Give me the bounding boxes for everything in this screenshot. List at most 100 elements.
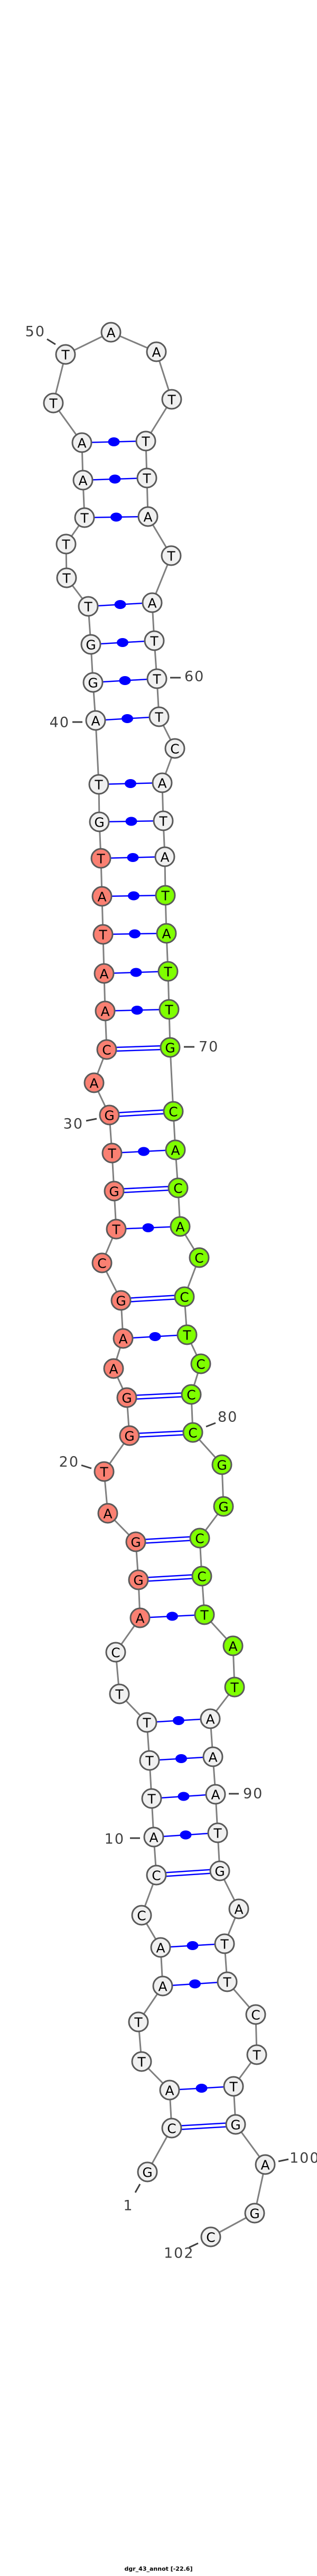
nucleotide-30: G (99, 1104, 120, 1126)
nucleotide-circle (142, 592, 163, 613)
nucleotide-69: T (158, 999, 180, 1020)
nucleotide-letter: T (152, 672, 161, 687)
base-pair-7-94 (160, 1941, 225, 1950)
nucleotide-letter: A (77, 436, 86, 451)
base-pair-17-84 (138, 1573, 202, 1582)
nucleotide-24: A (113, 1328, 134, 1349)
nucleotide-95: T (217, 1971, 238, 1992)
base-pair-42-59 (90, 638, 155, 647)
base-pair-9-92 (156, 1868, 220, 1878)
nucleotide-57: T (161, 545, 182, 566)
nucleotide-79: C (181, 1384, 202, 1405)
position-number: 1 (123, 2198, 133, 2214)
nucleotide-circle (163, 1101, 184, 1122)
nucleotide-36: A (91, 886, 113, 907)
nucleotide-85: T (194, 1604, 215, 1625)
nucleotide-circle (211, 1454, 232, 1475)
nucleotide-23: A (103, 1358, 124, 1379)
pair-dot (189, 1979, 201, 1989)
nucleotide-circle (207, 1822, 228, 1843)
nucleotide-letter: T (145, 1754, 154, 1769)
nucleotide-circle (94, 963, 115, 984)
pair-dot (130, 968, 142, 977)
base-pair-3-98 (169, 2084, 234, 2093)
nucleotide-63: A (152, 772, 173, 793)
position-tick (278, 2158, 289, 2162)
nucleotide-40: A (85, 710, 106, 731)
nucleotide-45: T (55, 533, 77, 555)
base-pair-27-74 (116, 1223, 181, 1232)
nucleotide-14: T (109, 1683, 130, 1704)
nucleotide-letter: C (170, 742, 179, 757)
nucleotide-65: A (154, 846, 175, 867)
nucleotide-33: A (95, 1000, 116, 1022)
nucleotide-letter: T (166, 549, 175, 564)
nucleotide-letter: C (180, 1290, 189, 1305)
nucleotide-letter: A (158, 1979, 167, 1994)
nucleotide-letter: G (116, 1294, 126, 1309)
nucleotide-circle (161, 389, 182, 410)
nucleotide-circle (157, 961, 179, 982)
pair-line (135, 1535, 200, 1541)
nucleotide-circle (244, 2203, 265, 2224)
nucleotide-letter: T (220, 1937, 229, 1952)
nucleotide-letter: G (230, 2118, 240, 2133)
nucleotide-letter: T (62, 571, 71, 586)
nucleotide-99: G (225, 2114, 246, 2135)
nucleotide-circle (95, 1000, 116, 1022)
nucleotide-letter: G (249, 2206, 259, 2222)
nucleotide-letter: T (147, 1792, 156, 1807)
nucleotide-letter: G (130, 1535, 141, 1550)
base-pair-18-83 (135, 1535, 200, 1544)
nucleotide-circle (141, 1788, 162, 1809)
nucleotide-circle (129, 1607, 151, 1628)
base-pair-28-73 (114, 1185, 179, 1194)
nucleotide-circle (109, 1683, 130, 1704)
nucleotide-letter: A (228, 1639, 237, 1654)
nucleotide-5: T (128, 2011, 149, 2032)
nucleotide-74: A (170, 1216, 191, 1237)
nucleotide-circle (55, 533, 77, 555)
nucleotide-circle (158, 999, 180, 1020)
base-pair-24-77 (123, 1332, 188, 1341)
base-pair-12-89 (149, 1754, 213, 1763)
nucleotide-letter: T (61, 348, 70, 363)
nucleotide-letter: G (86, 638, 96, 653)
nucleotide-letter: T (61, 537, 70, 552)
nucleotide-letter: T (229, 2079, 238, 2095)
base-pair-43-58 (88, 600, 153, 609)
nucleotide-11: T (141, 1788, 162, 1809)
pair-line (127, 1395, 192, 1400)
nucleotide-circle (97, 1503, 118, 1524)
nucleotide-letter: C (169, 1104, 178, 1120)
nucleotide-circle (224, 1676, 245, 1698)
nucleotide-101: G (244, 2203, 265, 2224)
nucleotide-circle (101, 1142, 123, 1164)
nucleotide-letter: C (187, 1388, 195, 1403)
nucleotide-letter: T (182, 1328, 191, 1343)
base-pair-10-91 (153, 1830, 218, 1840)
nucleotide-letter: G (104, 1108, 114, 1123)
nucleotide-12: T (139, 1750, 160, 1771)
nucleotide-72: A (165, 1139, 186, 1160)
nucleotide-89: A (202, 1746, 223, 1767)
nucleotide-circle (176, 1324, 198, 1345)
nucleotide-letter: A (91, 714, 100, 729)
position-label-102: 102 (164, 2242, 199, 2262)
nucleotide-circle (160, 1037, 181, 1058)
nucleotide-letter: A (162, 926, 171, 942)
nucleotide-circle (96, 1039, 117, 1060)
nucleotide-circle (161, 545, 182, 566)
nucleotide-letter: C (196, 1357, 205, 1372)
nucleotide-circle (205, 1784, 226, 1805)
nucleotide-letter: A (152, 345, 161, 360)
base-pair-33-69 (105, 1006, 170, 1015)
nucleotide-letter: G (124, 1429, 134, 1444)
nucleotide-102: C (200, 2226, 221, 2247)
nucleotide-7: A (150, 1937, 171, 1958)
nucleotide-circle (191, 1566, 212, 1587)
nucleotide-80: C (182, 1422, 203, 1443)
base-pair-22-79 (126, 1392, 192, 1400)
pair-line (129, 1434, 193, 1438)
